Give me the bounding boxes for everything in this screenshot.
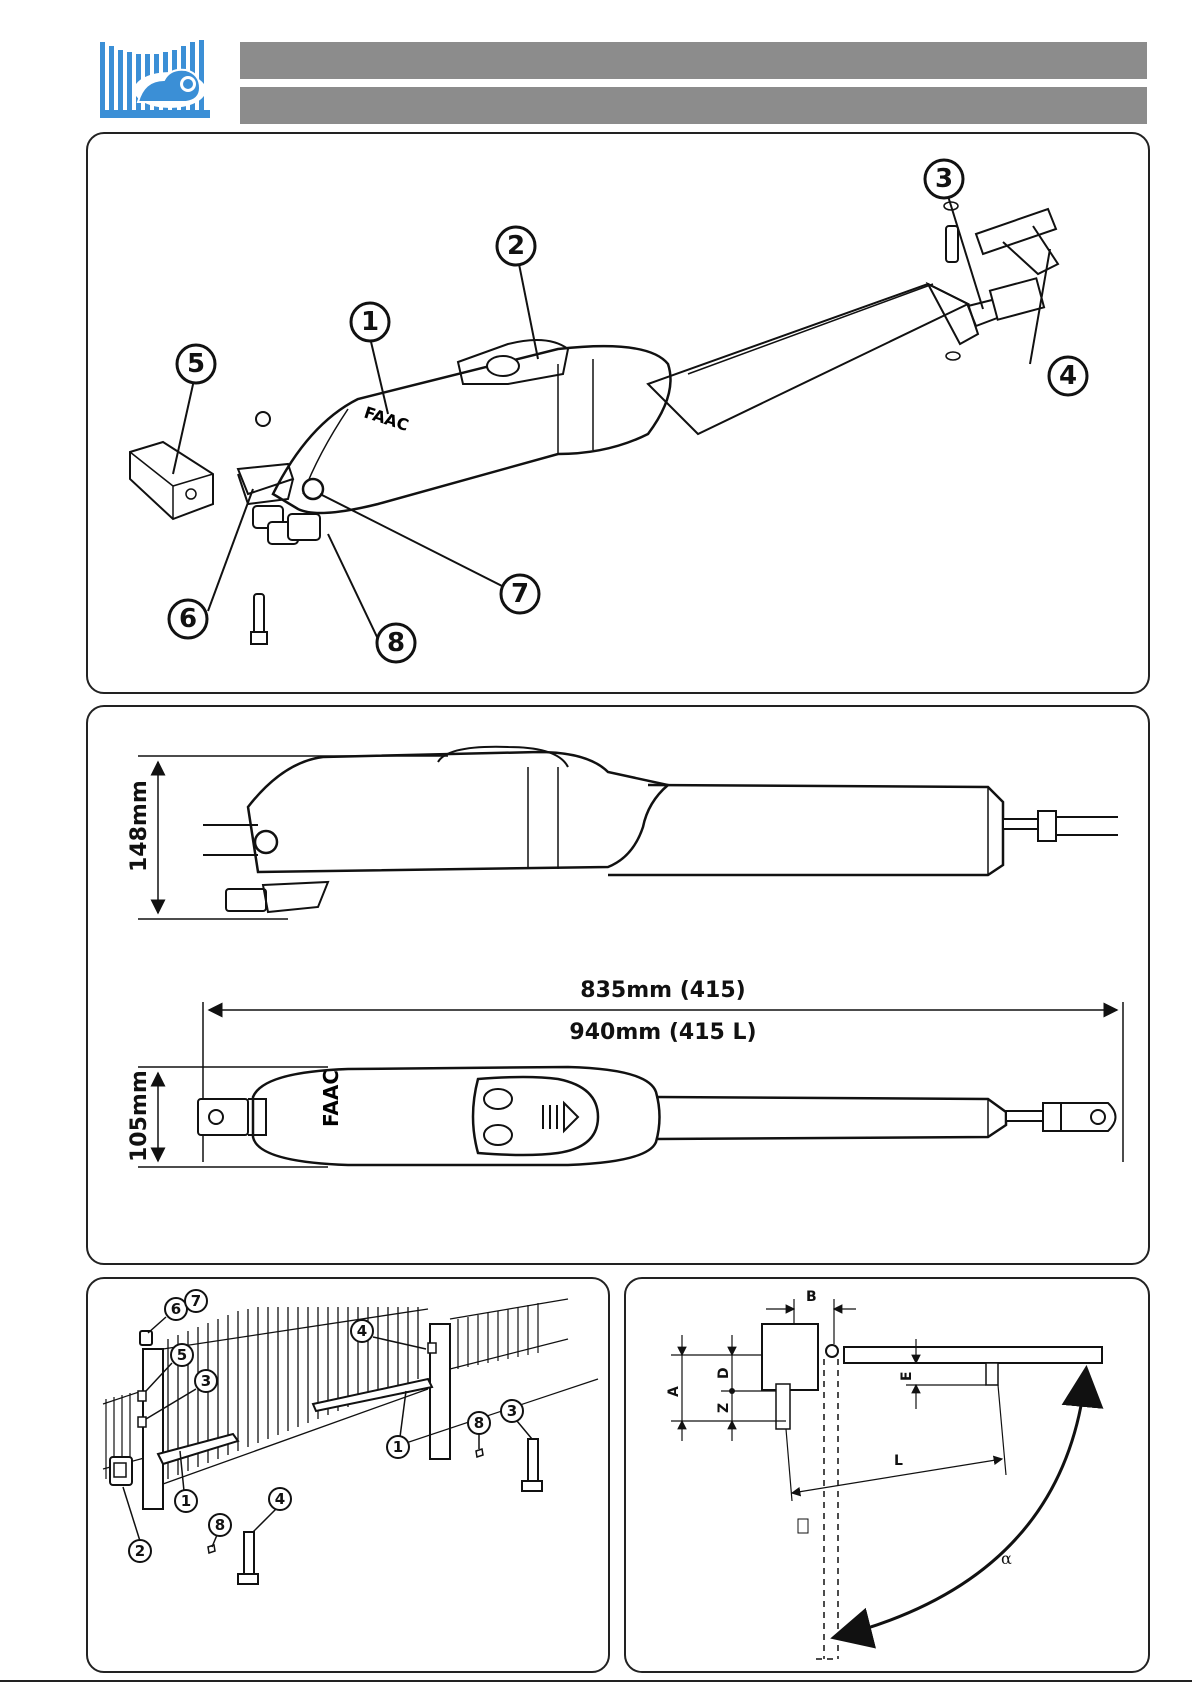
side-view [203,747,1118,912]
label-b: B [806,1289,817,1305]
svg-text:3: 3 [935,164,953,194]
installation-geometry-drawing: B A D Z E L [626,1279,1148,1671]
callout-7: 7 [501,575,539,613]
top-view: FAAC [198,1067,1116,1165]
install-callout-5: 5 [171,1344,193,1366]
length-label-415l: 940mm (415 L) [569,1020,756,1045]
svg-text:7: 7 [191,1292,201,1310]
callout-1: 1 [351,303,389,341]
geometry-panel: B A D Z E L [624,1277,1150,1673]
install-callout-3: 3 [195,1370,217,1392]
label-z: Z [716,1403,732,1413]
svg-text:1: 1 [361,307,379,337]
callout-4: 4 [1049,357,1087,395]
svg-text:4: 4 [357,1322,367,1340]
svg-text:3: 3 [201,1372,211,1390]
install-callout-6: 6 [165,1298,187,1320]
install-callout-2: 2 [129,1540,151,1562]
operator-dimension-drawing: 148mm 835mm (415) 940mm (415 L) FAAC [88,707,1148,1263]
callout-3: 3 [925,160,963,198]
lion-gate-logo-icon [100,40,216,120]
svg-text:6: 6 [171,1300,181,1318]
label-l: L [894,1453,903,1469]
svg-text:1: 1 [181,1492,191,1510]
svg-text:4: 4 [275,1490,285,1508]
label-d: D [716,1367,732,1379]
length-label-415: 835mm (415) [580,978,745,1003]
installation-panel: 6 7 5 3 4 1 1 2 8 4 8 3 [86,1277,610,1673]
height-top-label: 105mm [127,1070,152,1162]
gate-installation-drawing: 6 7 5 3 4 1 1 2 8 4 8 3 [88,1279,608,1671]
svg-text:7: 7 [511,579,529,609]
operator-exploded-drawing: FAAC [88,134,1148,692]
label-alpha: α [1001,1549,1012,1568]
svg-text:5: 5 [187,349,205,379]
height-side-label: 148mm [127,780,152,872]
svg-text:5: 5 [177,1346,187,1364]
install-callout-1-right: 1 [387,1436,409,1458]
install-callout-1-left: 1 [175,1490,197,1512]
install-callout-8-right: 8 [468,1412,490,1434]
exploded-view-panel: FAAC [86,132,1150,694]
svg-text:1: 1 [393,1438,403,1456]
callout-5: 5 [177,345,215,383]
svg-text:8: 8 [387,628,405,658]
svg-text:3: 3 [507,1402,517,1420]
callout-8: 8 [377,624,415,662]
svg-text:4: 4 [1059,361,1077,391]
svg-text:2: 2 [135,1542,145,1560]
header-bar-top [240,42,1147,79]
footer-rule [0,1680,1192,1682]
svg-text:8: 8 [474,1414,484,1432]
install-callout-8-left: 8 [209,1514,231,1536]
svg-text:2: 2 [507,231,525,261]
header-bar-bottom [240,87,1147,124]
label-e: E [899,1371,915,1381]
company-logo [100,40,216,120]
label-a: A [666,1386,682,1397]
dimensions-panel: 148mm 835mm (415) 940mm (415 L) FAAC [86,705,1150,1265]
svg-text:8: 8 [215,1516,225,1534]
install-callout-3-loose: 3 [501,1400,523,1422]
install-callout-4-gate: 4 [351,1320,373,1342]
brand-mark-top: FAAC [319,1070,343,1127]
install-callout-7: 7 [185,1290,207,1312]
svg-text:6: 6 [179,604,197,634]
install-callout-4-loose: 4 [269,1488,291,1510]
callout-6: 6 [169,600,207,638]
callout-2: 2 [497,227,535,265]
